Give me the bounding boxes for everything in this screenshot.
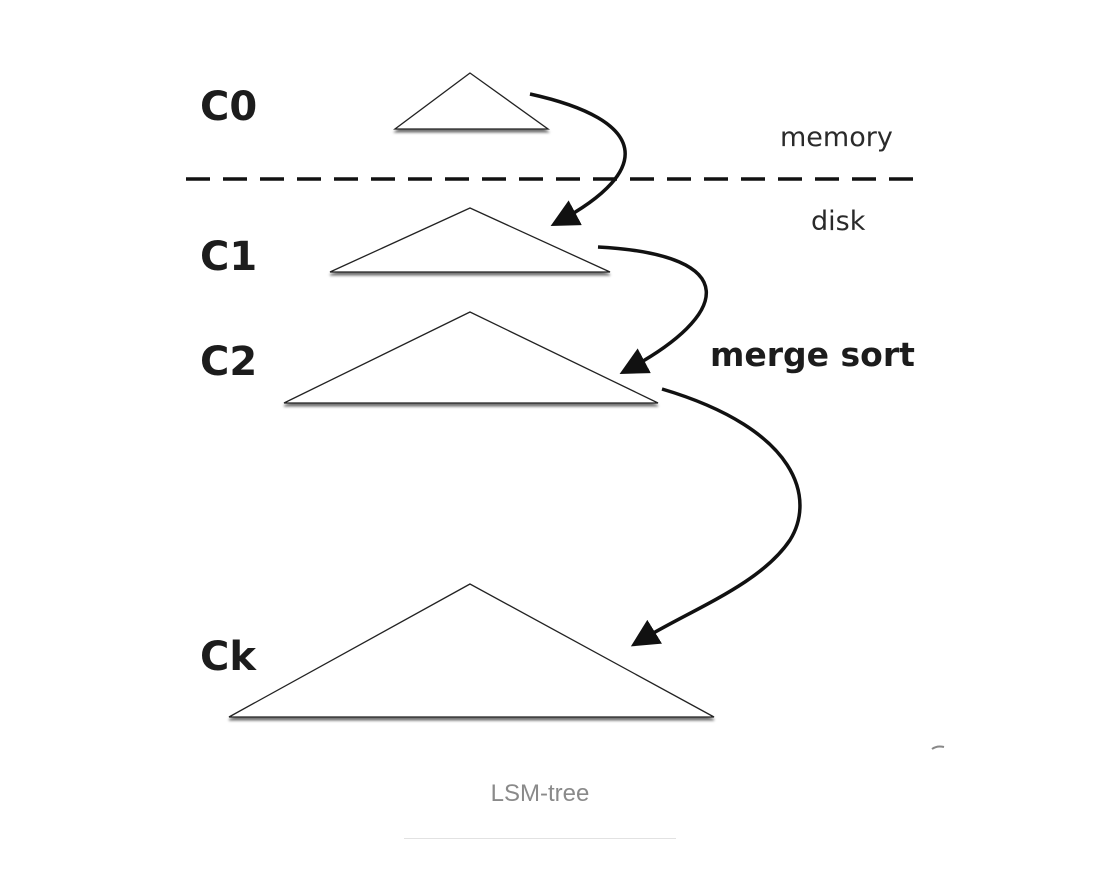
merge-arrow-c1-c2 <box>597 245 709 374</box>
level-label-c1: C1 <box>200 234 257 280</box>
caption-divider <box>404 838 676 839</box>
level-label-c2: C2 <box>200 339 257 385</box>
stray-mark <box>931 745 945 750</box>
merge-arrow-c2-ck <box>630 387 802 647</box>
tree-c2 <box>283 311 659 404</box>
merge-sort-label: merge sort <box>710 335 915 374</box>
tree-c0 <box>393 72 551 130</box>
disk-region-label: disk <box>811 206 866 237</box>
level-label-c0: C0 <box>200 84 257 130</box>
tree-c1 <box>329 207 611 273</box>
level-label-ck: Ck <box>200 634 257 680</box>
merge-arrow-c0-c1 <box>529 92 627 226</box>
tree-ck <box>228 583 715 718</box>
figure-caption: LSM-tree <box>490 780 590 807</box>
memory-region-label: memory <box>780 122 893 153</box>
